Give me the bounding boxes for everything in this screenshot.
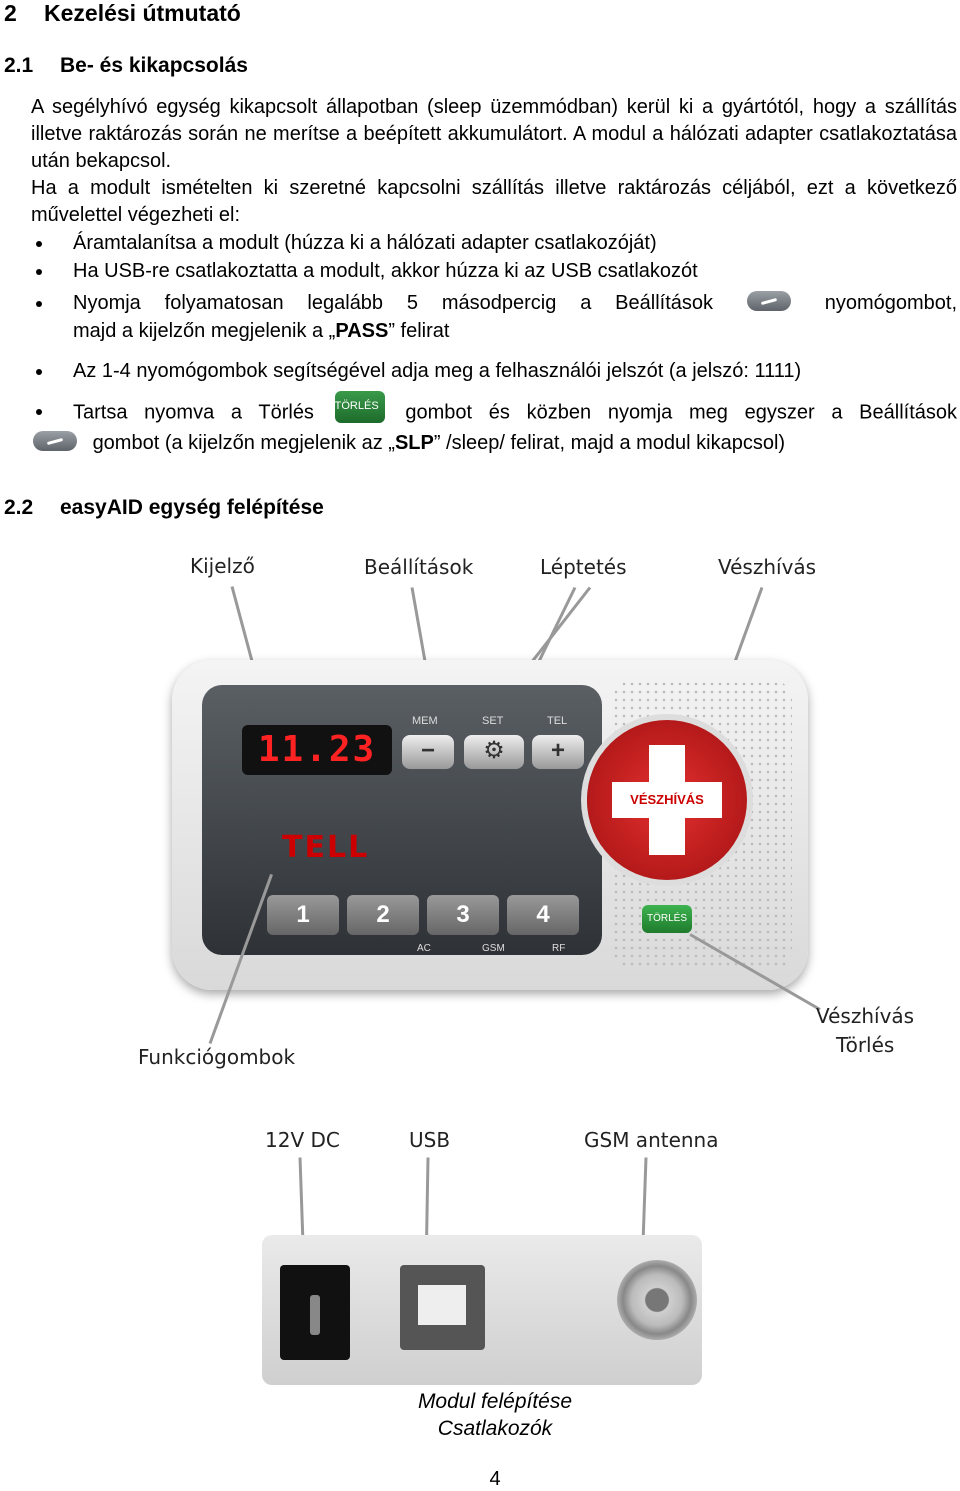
label-gsm-antenna: GSM antenna [584,1128,719,1152]
list-item: Nyomja folyamatosan legalább 5 másodperc… [31,289,957,345]
list-item: Az 1-4 nyomógombok segítségével adja meg… [31,357,957,385]
wrench-key-icon: ⚙ [464,735,524,769]
heading-2-2-title: easyAID egység felépítése [60,496,324,519]
list-item: Áramtalanítsa a modult (húzza ki a hálóz… [31,229,957,257]
control-panel: 11.23 MEM SET TEL − ⚙ + TELL 1 2 3 4 AC … [202,685,602,955]
heading-2-1-number: 2.1 [4,54,34,77]
function-key: 2 [347,895,419,935]
led-label: AC [417,943,431,954]
dc-jack [280,1265,350,1360]
bullet-text: Áramtalanítsa a modult (húzza ki a hálóz… [73,232,657,254]
function-key: 1 [267,895,339,935]
heading-1-number: 2 [4,0,17,26]
label-leptetes: Léptetés [540,555,627,579]
bullet-dot [36,269,42,275]
tell-logo: TELL [282,830,370,865]
paragraph-1: A segélyhívó egység kikapcsolt állapotba… [31,96,957,172]
bullet-line: Tartsa nyomva a Törlés TÖRLÉS gombot és … [73,391,957,429]
bullet-text: Tartsa nyomva a Törlés [73,401,314,424]
led-display: 11.23 [242,725,392,775]
heading-2-2-number: 2.2 [4,496,34,519]
bullet-dot [36,301,42,307]
label-funkciogombok: Funkciógombok [138,1045,296,1069]
bullet-dot [36,241,42,247]
list-item: Ha USB-re csatlakoztatta a modult, akkor… [31,257,957,285]
gsm-connector [617,1260,697,1340]
easyaid-device-image: 11.23 MEM SET TEL − ⚙ + TELL 1 2 3 4 AC … [172,660,808,990]
led-label: GSM [482,943,505,954]
list-item: Tartsa nyomva a Törlés TÖRLÉS gombot és … [31,391,957,457]
bullet-text: Ha USB-re csatlakoztatta a modult, akkor… [73,260,698,282]
bullet-dot [36,409,42,415]
led-label: RF [552,943,566,954]
heading-1: 2 Kezelési útmutató [4,0,241,27]
bullet-text: majd a kijelzőn megjelenik a „ [73,320,336,342]
bullet-dot [36,369,42,375]
torles-button-icon: TÖRLÉS [334,391,385,423]
bullet-list: Áramtalanítsa a modult (húzza ki a hálóz… [31,229,957,457]
tel-label: TEL [547,715,568,727]
page-number: 4 [489,1468,501,1490]
mem-label: MEM [412,715,438,727]
bullet-line: Nyomja folyamatosan legalább 5 másodperc… [73,289,957,317]
bullet-text: ” /sleep/ felirat, majd a modul kikapcso… [433,432,786,454]
label-veszhivas-torles-1: Vészhívás [816,1004,915,1028]
figure-caption-1: Modul felépítése [417,1390,573,1413]
wrench-icon [33,430,77,451]
bullet-text: nyomógombot, [824,292,957,314]
paragraph-2: Ha a modult ismételten ki szeretné kapcs… [31,177,957,226]
heading-2-1-title: Be- és kikapcsolás [60,54,248,77]
bullet-text: Az 1-4 nyomógombok segítségével adja meg… [73,360,802,382]
bullet-bold-text: SLP [394,432,434,454]
heading-2-1: 2.1 Be- és kikapcsolás [4,54,248,78]
cross-icon [612,782,722,818]
bullet-text: gombot (a kijelzőn megjelenik az „ [92,432,395,454]
plus-key: + [532,735,584,769]
usb-port [400,1265,485,1350]
emergency-label: VÉSZHÍVÁS [630,792,704,807]
label-veszhivas: Vészhívás [718,555,817,579]
minus-key: − [402,735,454,769]
function-key: 3 [427,895,499,935]
emergency-button: VÉSZHÍVÁS [587,720,747,880]
label-usb: USB [409,1128,451,1152]
bullet-text: gombot és közben nyomja meg egyszer a Be… [405,401,957,424]
heading-2-2: 2.2 easyAID egység felépítése [4,496,324,520]
label-beallitasok: Beállítások [364,555,474,579]
function-key: 4 [507,895,579,935]
set-label: SET [482,715,504,727]
label-veszhivas-torles-2: Törlés [836,1033,895,1057]
bullet-text: Nyomja folyamatosan legalább 5 másodperc… [73,292,714,314]
wrench-icon [746,290,791,311]
clear-button: TÖRLÉS [642,905,692,933]
bullet-text: ” felirat [388,320,450,342]
figure-caption-2: Csatlakozók [437,1417,553,1440]
bullet-bold-text: PASS [335,320,389,342]
label-kijelzo: Kijelző [190,554,255,578]
connector-panel-image [262,1235,702,1385]
heading-1-title: Kezelési útmutató [44,0,241,26]
label-12v-dc: 12V DC [265,1128,340,1152]
